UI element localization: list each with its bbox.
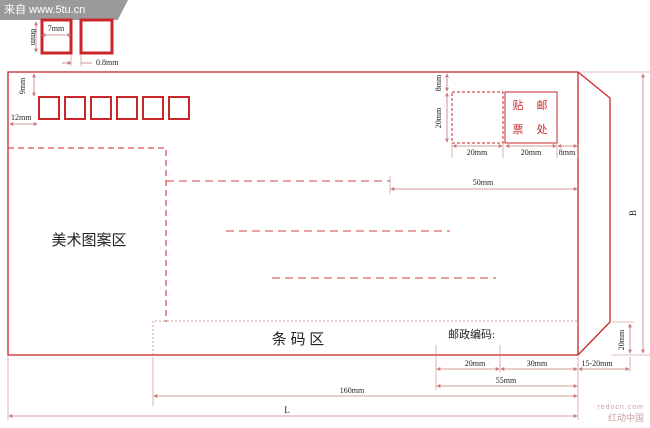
dim-stamp-left-width: 20mm (467, 148, 488, 157)
art-area-label: 美术图案区 (51, 231, 126, 249)
dim-left-margin: 12mm (11, 113, 32, 122)
postcode-box-3 (90, 96, 112, 120)
watermark-name: 红动中国 (607, 413, 644, 423)
dim-stamp-top: 8mm (434, 74, 443, 91)
barcode-area-border (152, 320, 578, 355)
postcode-box-1 (38, 96, 60, 120)
stamp-char-3: 票 (513, 123, 524, 136)
dim-stamp-right-margin: 8mm (559, 148, 576, 157)
dim-postcode-20: 20mm (465, 359, 486, 368)
watermark-url: redocn.com (597, 404, 644, 411)
dim-postcode-55: 55mm (496, 376, 517, 385)
dim-flap: 15-20mm (581, 359, 613, 368)
barcode-area: 条 码 区 邮政编码: (152, 320, 578, 355)
sample-box-2 (79, 18, 114, 55)
postcode-box-4 (116, 96, 138, 120)
art-area: 美术图案区 (8, 147, 167, 322)
stamp-char-4: 处 (537, 123, 548, 136)
art-area-border (8, 147, 167, 322)
dim-stamp-height: 20mm (434, 107, 443, 128)
dim-box-gap: 0.8mm (96, 58, 119, 67)
dim-height: B (628, 210, 638, 216)
stamp-area: 贴 邮 票 处 8mm 20mm 20mm 20mm 8mm (434, 73, 579, 158)
dim-box-width: 7mm (48, 24, 65, 33)
dim-length: L (284, 405, 290, 415)
postcode-label: 邮政编码: (448, 327, 495, 341)
stamp-char-2: 邮 (537, 99, 548, 112)
dim-address-line: 50mm (473, 178, 494, 187)
sample-postcode-boxes: 7mm 8mm 0.8mm (29, 18, 119, 67)
source-tag: 来自 www.5tu.cn (0, 0, 128, 20)
right-dimensions: B 20mm (580, 71, 650, 356)
dim-box-height: 8mm (29, 29, 38, 46)
envelope-body (7, 71, 579, 356)
watermark: redocn.com 红动中国 (597, 404, 644, 424)
dim-stamp-right-width: 20mm (521, 148, 542, 157)
envelope (7, 71, 611, 356)
dim-barcode-160: 160mm (340, 386, 365, 395)
postcode-box-6 (168, 96, 190, 120)
stamp-dashed-box (451, 91, 504, 144)
dim-postcode-30: 30mm (527, 359, 548, 368)
envelope-flap (577, 71, 611, 356)
barcode-area-label: 条 码 区 (272, 331, 325, 348)
postcode-box-5 (142, 96, 164, 120)
stamp-char-1: 贴 (513, 98, 524, 112)
dim-bottom-height: 20mm (617, 329, 626, 350)
postcode-box-2 (64, 96, 86, 120)
postcode-boxes (38, 96, 190, 120)
address-lines: 50mm (166, 176, 578, 279)
bottom-dimensions: 20mm 30mm 15-20mm 55mm 160mm L (7, 345, 631, 420)
dim-top-margin: 9mm (18, 77, 27, 94)
top-left-dimensions: 9mm 12mm (9, 73, 38, 126)
stamp-box (504, 91, 558, 144)
